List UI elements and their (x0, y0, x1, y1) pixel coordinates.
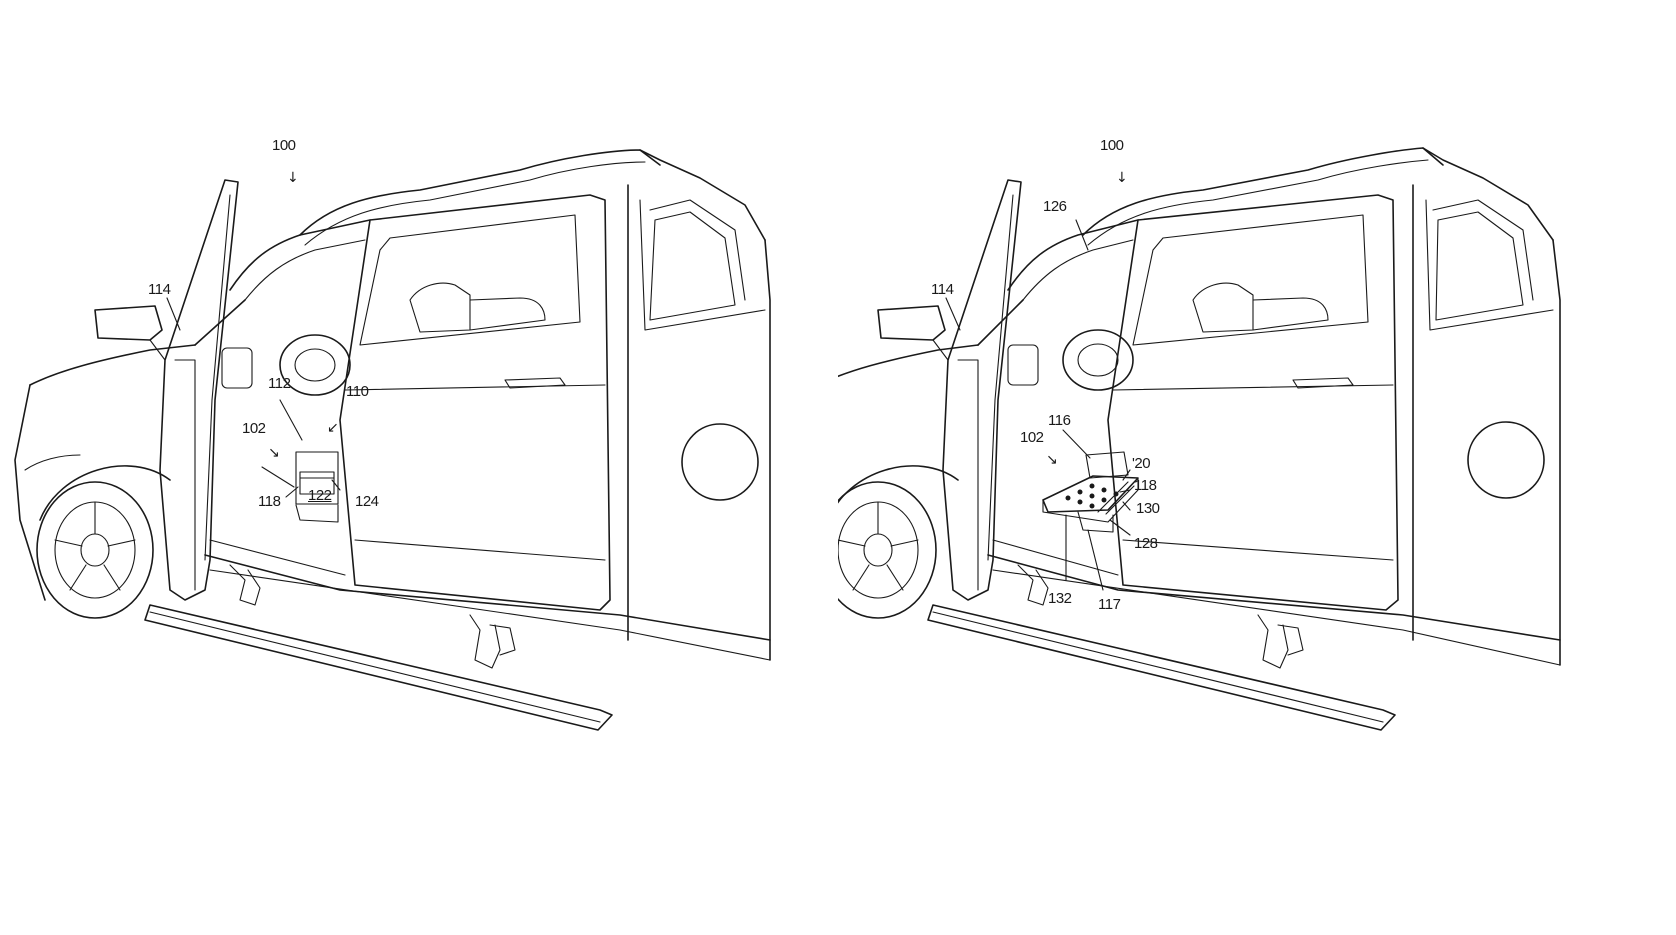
label-a-pillar: 126 (1043, 198, 1067, 215)
label-door: 114 (931, 281, 954, 298)
truck-drawing (838, 147, 1561, 731)
label-door: 114 (148, 281, 171, 298)
label-base: 117 (1098, 596, 1121, 613)
label-vehicle: 100 (272, 137, 296, 154)
arrow-icon: ↓ (1116, 170, 1128, 186)
label-assembly: 102 (242, 420, 266, 437)
label-step-edge: 124 (355, 493, 379, 510)
label-vehicle: 100 (1100, 137, 1124, 154)
arrow-icon: ↘ (1046, 452, 1058, 468)
figure-left-view: 100 ↓ 114 112 110 ↙ 102 ↘ 122 118 124 (14, 137, 771, 731)
label-top-cover: 116 (1048, 412, 1071, 429)
label-tread: '20 (1132, 455, 1151, 472)
arrow-icon: ↘ (268, 445, 280, 461)
label-step-housing: 118 (258, 493, 281, 510)
figure-right-view: 100 ↓ 126 114 116 102 ↘ '20 118 130 128 … (838, 0, 1676, 935)
label-step-face: 122 (308, 487, 332, 504)
label-step-area: 110 (346, 383, 369, 400)
label-seat-panel: 112 (268, 375, 291, 392)
label-support: 132 (1048, 590, 1072, 607)
label-step-housing: 118 (1134, 477, 1157, 494)
arrow-icon: ↓ (287, 170, 299, 186)
label-rail: 130 (1136, 500, 1160, 517)
label-assembly: 102 (1020, 429, 1044, 446)
arrow-icon: ↙ (327, 420, 339, 436)
label-bracket: 128 (1134, 535, 1158, 552)
truck-drawing (14, 149, 771, 731)
